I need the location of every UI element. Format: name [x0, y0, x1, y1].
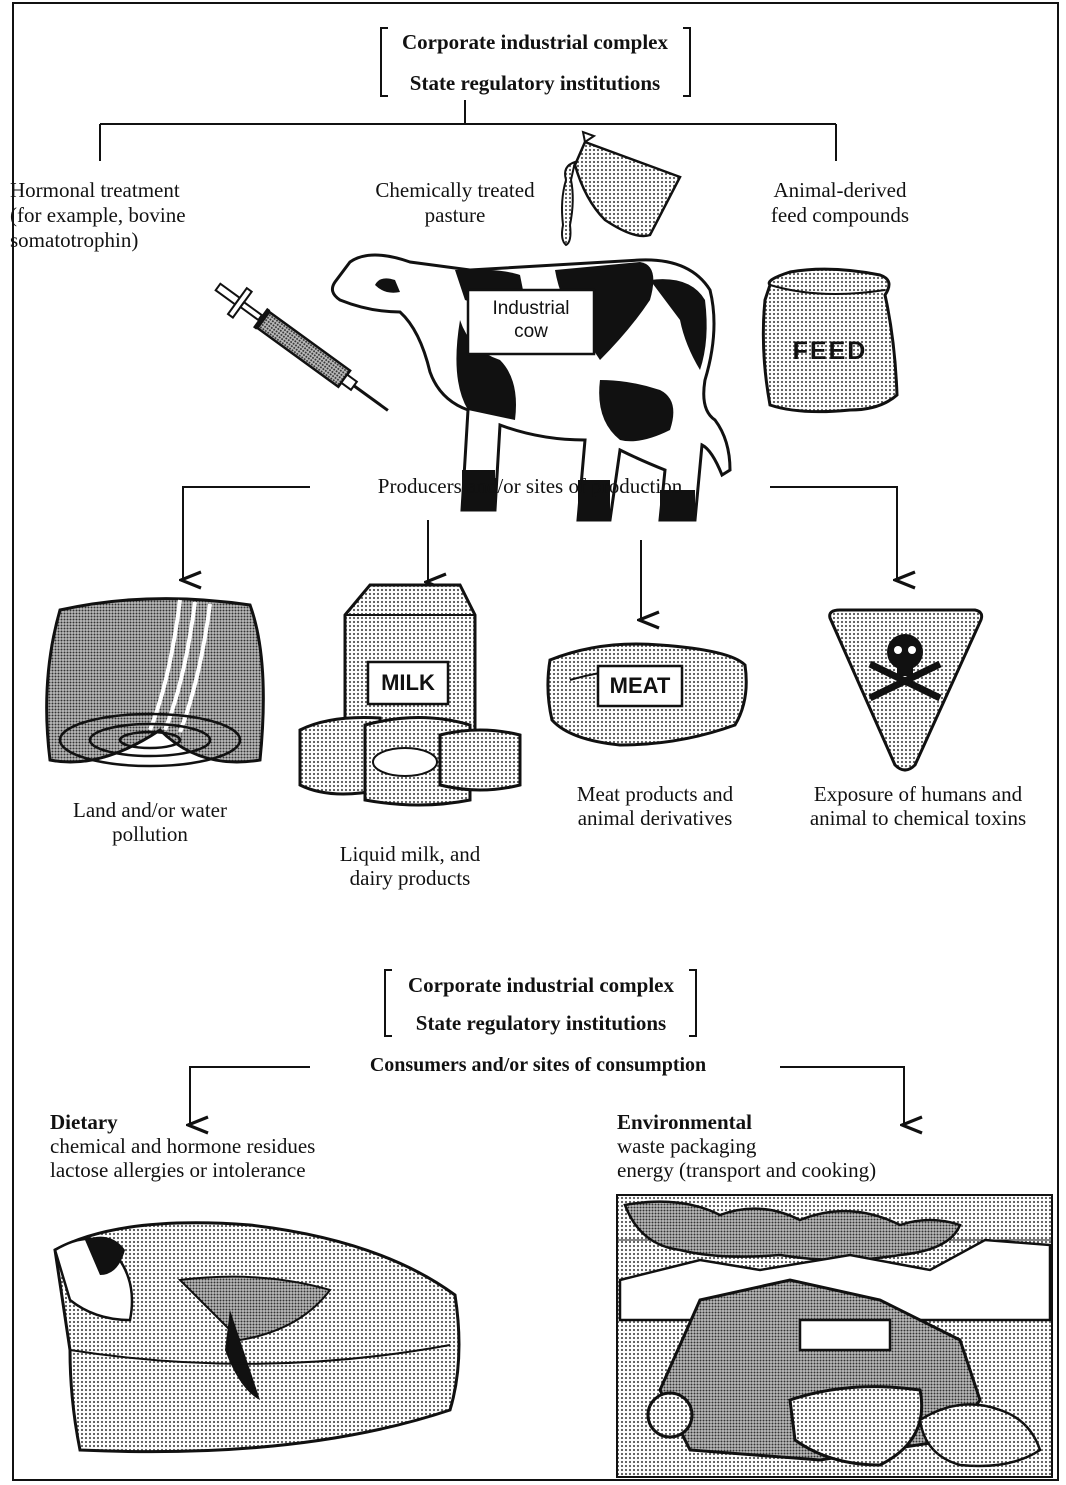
meat-icon	[546, 642, 748, 747]
environmental-line1: waste packaging	[617, 1134, 757, 1158]
milk-label-line2: dairy products	[349, 866, 471, 890]
milk-label-line1: Liquid milk, and	[339, 842, 481, 866]
milk-carton-icon	[298, 583, 522, 807]
hormonal-label-line1: Hormonal treatment	[10, 178, 180, 202]
hormonal-label-line3: somatotrophin)	[10, 228, 139, 252]
milk-label-box	[366, 660, 450, 706]
dietary-line2: lactose allergies or intolerance	[50, 1158, 306, 1182]
dietary-title: Dietary	[50, 1110, 118, 1134]
consumers-connector	[190, 1066, 904, 1125]
top-bracket	[380, 27, 691, 97]
water-pollution-icon	[45, 597, 265, 768]
hormonal-label-line2: (for example, bovine	[10, 203, 186, 227]
toxins-label-line2: animal to chemical toxins	[809, 806, 1027, 830]
meat-label-box	[596, 664, 684, 708]
meat-text: MEAT	[609, 673, 671, 698]
cow-label-box	[466, 288, 596, 356]
pasture-label-line1: Chemically treated	[375, 178, 535, 202]
toxins-label-line1: Exposure of humans and	[813, 782, 1023, 806]
cow-label-line1: Industrial	[492, 298, 570, 319]
cow-label-line2: cow	[514, 321, 548, 342]
bottom-state-label: State regulatory institutions	[415, 1011, 667, 1035]
milk-carton-text: MILK	[381, 670, 435, 695]
feed-bag-icon	[761, 267, 899, 414]
top-corporate-label: Corporate industrial complex	[402, 30, 668, 54]
pasture-label-line2: pasture	[424, 203, 486, 227]
bulldozer-waste-icon	[616, 1194, 1053, 1478]
bottom-bracket	[384, 969, 697, 1037]
figure-border	[12, 2, 1059, 1481]
consumers-label: Consumers and/or sites of consumption	[369, 1054, 707, 1076]
dietary-line1: chemical and hormone residues	[50, 1134, 316, 1158]
sick-person-icon	[53, 1221, 461, 1454]
pollution-label-line1: Land and/or water	[73, 798, 227, 822]
producers-connector	[183, 486, 897, 620]
meat-label-line1: Meat products and	[576, 782, 734, 806]
feed-label-line1: Animal-derived	[773, 178, 907, 202]
top-state-label: State regulatory institutions	[409, 71, 661, 95]
meat-label-line2: animal derivatives	[577, 806, 733, 830]
environmental-title: Environmental	[617, 1110, 752, 1134]
skull-hazard-icon	[828, 608, 984, 772]
cow-illustration	[330, 253, 732, 522]
top-connector	[99, 100, 837, 161]
syringe-icon	[214, 282, 389, 412]
pouring-beaker-icon	[561, 130, 682, 247]
pollution-label-line2: pollution	[112, 822, 188, 846]
environmental-line2: energy (transport and cooking)	[617, 1158, 877, 1182]
feed-bag-text: FEED	[792, 337, 868, 365]
bottom-corporate-label: Corporate industrial complex	[408, 973, 674, 997]
producers-label: Producers and/or sites of production	[377, 474, 683, 498]
feed-label-line2: feed compounds	[770, 203, 910, 227]
